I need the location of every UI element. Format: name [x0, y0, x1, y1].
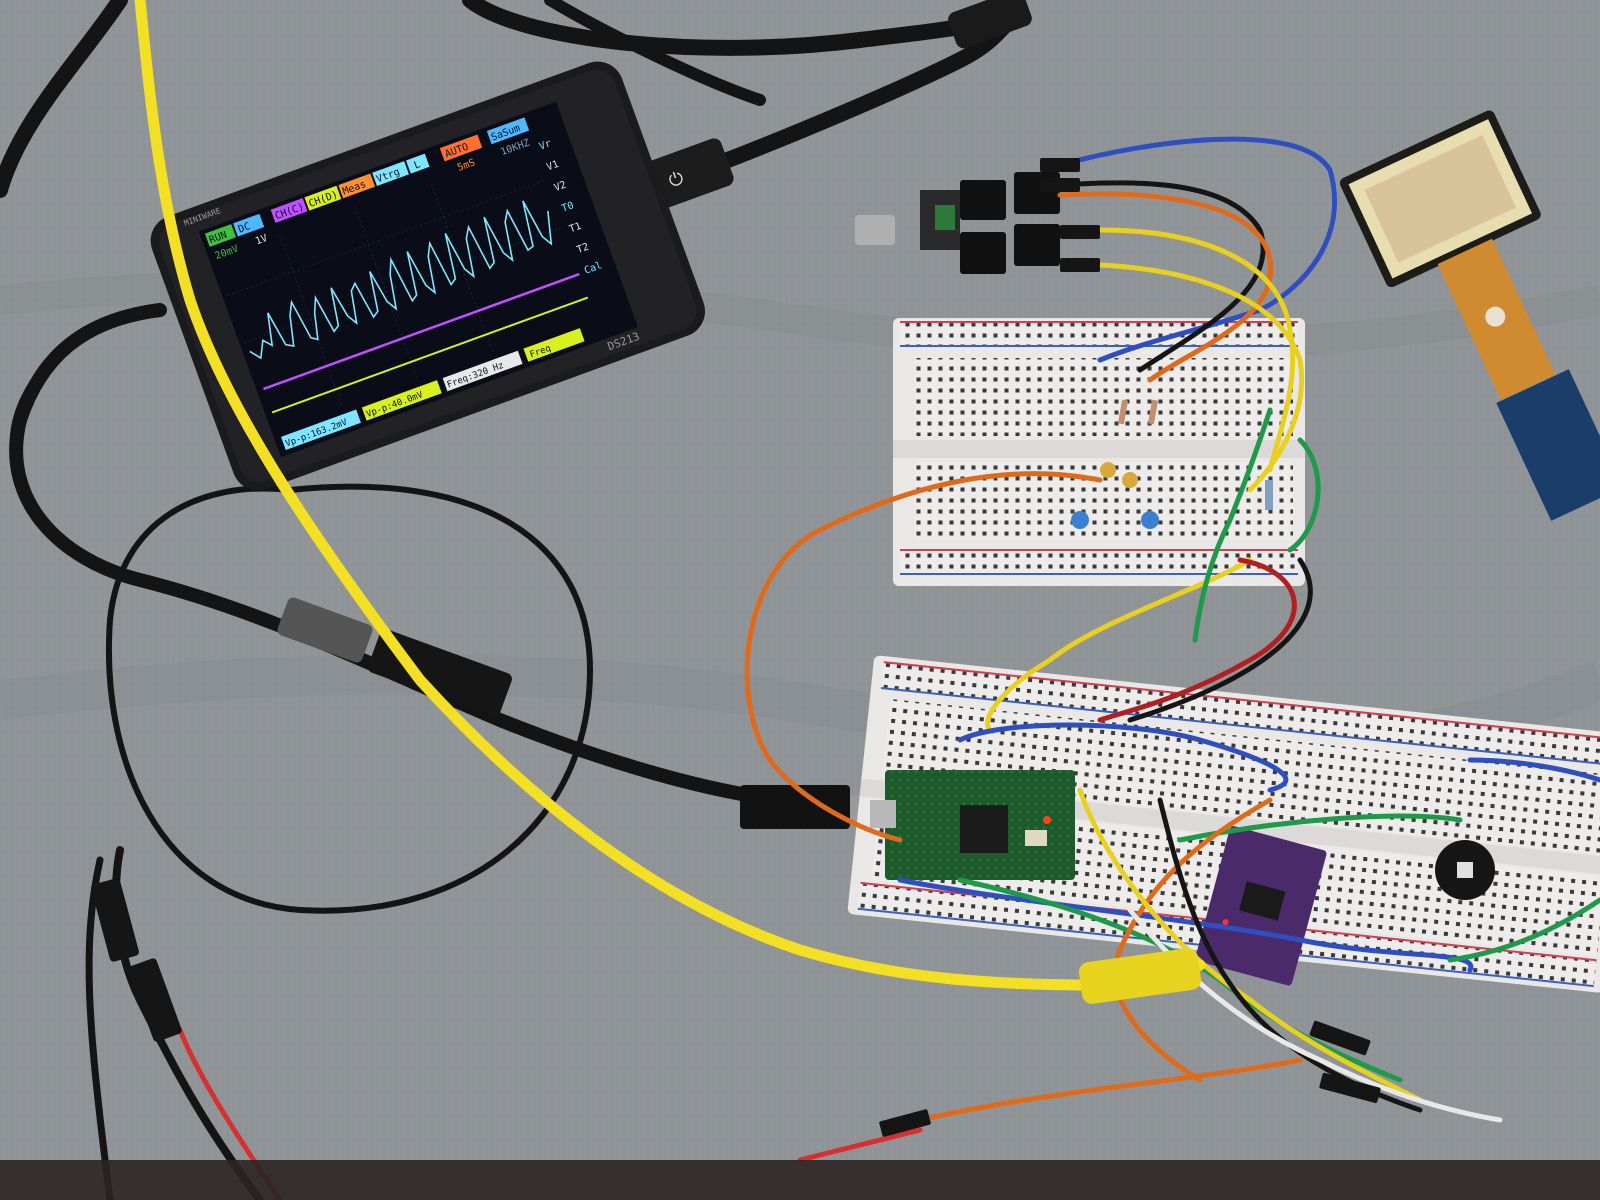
- svg-text:⏻: ⏻: [666, 167, 687, 192]
- blue-pcb-corner: [1496, 369, 1600, 521]
- usb-c-plug-top: [948, 0, 1032, 49]
- scope-menu-t0: T0: [560, 200, 575, 214]
- breadboard-upper: [893, 318, 1305, 586]
- scope-menu-v2: V2: [553, 180, 568, 194]
- passive-components: [1071, 399, 1273, 529]
- scope-probe-label: 1V: [254, 233, 269, 247]
- scope-trigsrc-label: L: [413, 159, 422, 171]
- jumper-tips: [91, 158, 1381, 1137]
- ch-d-line: [271, 296, 589, 414]
- teensy-board: [870, 770, 1075, 880]
- scope-menu-t1: T1: [568, 221, 583, 235]
- round-sensor: [1435, 840, 1495, 900]
- scope-menu-t2: T2: [575, 242, 590, 256]
- yellow-cable-connector: [1078, 948, 1202, 1004]
- scope-menu-v1: V1: [545, 159, 560, 173]
- potentiometer: [855, 190, 960, 250]
- oled-display: [1339, 110, 1556, 401]
- scope-menu-vr: Vr: [538, 138, 553, 152]
- scope-trace: [249, 200, 553, 360]
- scope-coupling-label: DC: [237, 221, 252, 235]
- purple-module: [1195, 826, 1327, 986]
- yellow-cable: [134, 0, 1206, 991]
- scope-screen: [202, 104, 635, 455]
- dark-bottom-edge: [0, 1160, 1600, 1200]
- micro-usb-plug: [740, 785, 850, 829]
- ch-c-line: [263, 272, 580, 391]
